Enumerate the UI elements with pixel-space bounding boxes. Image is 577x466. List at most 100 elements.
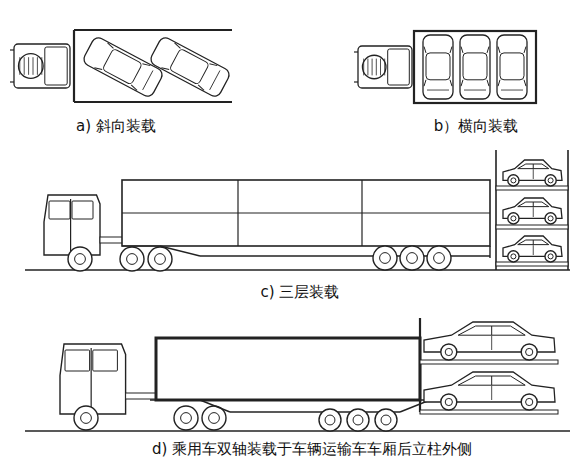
car-roof bbox=[169, 48, 209, 85]
wheel-hub bbox=[548, 178, 553, 183]
car-side-view bbox=[503, 236, 562, 262]
cab-window bbox=[65, 350, 90, 371]
cab-door-window bbox=[93, 350, 118, 371]
wheel-hub bbox=[381, 415, 391, 425]
car-side-view bbox=[503, 160, 562, 186]
wheel bbox=[347, 409, 369, 431]
frame-line bbox=[491, 326, 492, 335]
frame-line bbox=[533, 207, 534, 217]
car-top-view bbox=[423, 35, 453, 99]
wheel-hub bbox=[548, 216, 553, 221]
car-window bbox=[458, 376, 525, 385]
frame-line bbox=[424, 80, 426, 86]
frame-line bbox=[74, 29, 232, 31]
frame-line bbox=[424, 47, 426, 53]
three-layer-rack bbox=[496, 150, 568, 270]
frame-line bbox=[533, 169, 534, 179]
frame-line bbox=[143, 70, 153, 89]
wheel-hub bbox=[353, 415, 363, 425]
wheel-hub bbox=[380, 253, 391, 264]
wheel-hub bbox=[325, 415, 335, 425]
tractor-cab bbox=[358, 46, 412, 88]
wheel-hub bbox=[526, 348, 533, 355]
car-top-view bbox=[497, 35, 527, 99]
tractor-top-view bbox=[354, 46, 412, 88]
frame-line bbox=[501, 90, 523, 91]
wheel-hub bbox=[445, 398, 452, 405]
cab-window bbox=[49, 201, 70, 219]
car-body bbox=[497, 35, 527, 99]
frame-line bbox=[461, 80, 463, 86]
frame-line bbox=[161, 66, 169, 71]
frame-line bbox=[495, 150, 497, 270]
frame-line bbox=[524, 80, 526, 86]
frame-line bbox=[533, 202, 534, 207]
frame-line bbox=[567, 150, 569, 270]
rack-platform bbox=[420, 360, 558, 364]
frame-line bbox=[174, 43, 182, 48]
wheel bbox=[545, 175, 556, 186]
frame-line bbox=[533, 240, 534, 245]
frame-line bbox=[524, 47, 526, 53]
car-roof bbox=[500, 53, 524, 80]
frame-line bbox=[491, 376, 492, 385]
frame-line bbox=[209, 62, 217, 67]
cab-door-window bbox=[72, 201, 93, 219]
wheel-hub bbox=[407, 253, 418, 264]
wheel bbox=[148, 247, 172, 271]
trailer-box bbox=[156, 338, 420, 400]
frame-line bbox=[200, 400, 230, 412]
car-roof bbox=[463, 53, 487, 80]
rack-platform bbox=[496, 225, 568, 229]
cab-roof bbox=[388, 49, 410, 85]
frame-line bbox=[489, 246, 490, 258]
figure-caption: a) 斜向装载 bbox=[76, 117, 156, 135]
enclosed-trailer bbox=[150, 318, 558, 431]
frame-line bbox=[19, 57, 20, 75]
wheel bbox=[508, 175, 519, 186]
wheel bbox=[319, 409, 341, 431]
frame-line bbox=[461, 47, 463, 53]
engine-fan bbox=[18, 54, 43, 79]
frame-line bbox=[384, 59, 385, 76]
frame-line bbox=[41, 57, 42, 75]
frame-line bbox=[487, 80, 489, 86]
wheel-hub bbox=[511, 254, 516, 259]
car-roof bbox=[102, 48, 142, 85]
frame-line bbox=[450, 80, 452, 86]
frame-line bbox=[376, 59, 377, 76]
frame-line bbox=[37, 57, 38, 75]
wheel-hub bbox=[526, 398, 533, 405]
frame-line bbox=[487, 47, 489, 53]
frame-line bbox=[122, 212, 490, 213]
wheel-hub bbox=[127, 254, 138, 265]
wheel bbox=[68, 247, 92, 271]
car-window bbox=[518, 202, 549, 207]
frame-line bbox=[533, 245, 534, 255]
wheel bbox=[174, 406, 198, 430]
frame-line bbox=[122, 245, 160, 246]
wheel-hub bbox=[209, 413, 220, 424]
wheel-hub bbox=[81, 413, 92, 424]
car-window bbox=[518, 240, 549, 245]
wheel-hub bbox=[445, 348, 452, 355]
frame-line bbox=[380, 59, 381, 76]
wheel bbox=[373, 246, 397, 270]
car-body bbox=[82, 35, 165, 98]
car-top-view bbox=[460, 35, 490, 99]
car-roof bbox=[426, 53, 450, 80]
frame-line bbox=[354, 81, 358, 82]
rack-platform bbox=[420, 410, 558, 414]
frame-line bbox=[230, 411, 400, 412]
wheel-hub bbox=[511, 178, 516, 183]
frame-line bbox=[142, 62, 150, 67]
tractor-cab bbox=[14, 44, 70, 88]
wheel bbox=[521, 344, 537, 360]
frame-line bbox=[498, 47, 500, 53]
wheel-hub bbox=[548, 254, 553, 259]
cab-body bbox=[44, 195, 100, 255]
frame-line bbox=[130, 85, 138, 90]
frame-line bbox=[73, 30, 75, 102]
frame-line bbox=[70, 199, 71, 255]
frame-line bbox=[363, 59, 364, 76]
